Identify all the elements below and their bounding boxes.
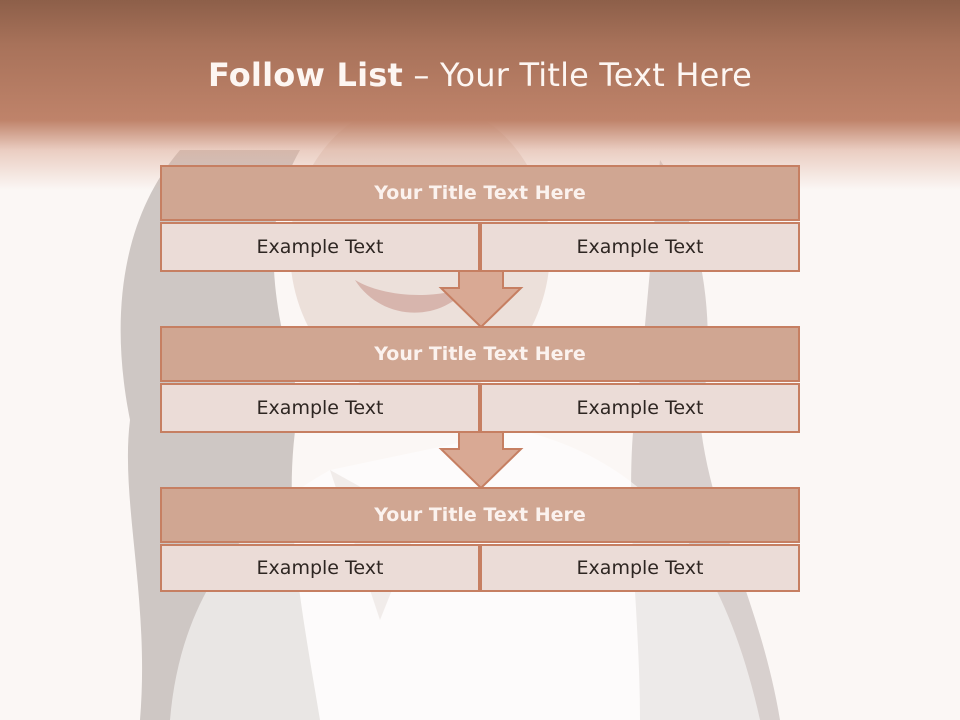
step-2-right-text: Example Text	[480, 383, 800, 433]
step-1-title: Your Title Text Here	[160, 165, 800, 221]
slide-title-rest: – Your Title Text Here	[403, 56, 753, 94]
step-2-left-text: Example Text	[160, 383, 480, 433]
slide-title-bold: Follow List	[207, 56, 404, 94]
step-2-title: Your Title Text Here	[160, 326, 800, 382]
header-band	[0, 0, 960, 190]
step-3-title: Your Title Text Here	[160, 487, 800, 543]
step-1-right-text: Example Text	[480, 222, 800, 272]
down-arrow-2	[438, 431, 524, 490]
slide-title: Follow List – Your Title Text Here	[0, 56, 960, 94]
step-3-right-text: Example Text	[480, 544, 800, 592]
step-1-left-text: Example Text	[160, 222, 480, 272]
step-3-left-text: Example Text	[160, 544, 480, 592]
down-arrow-1	[438, 270, 524, 329]
